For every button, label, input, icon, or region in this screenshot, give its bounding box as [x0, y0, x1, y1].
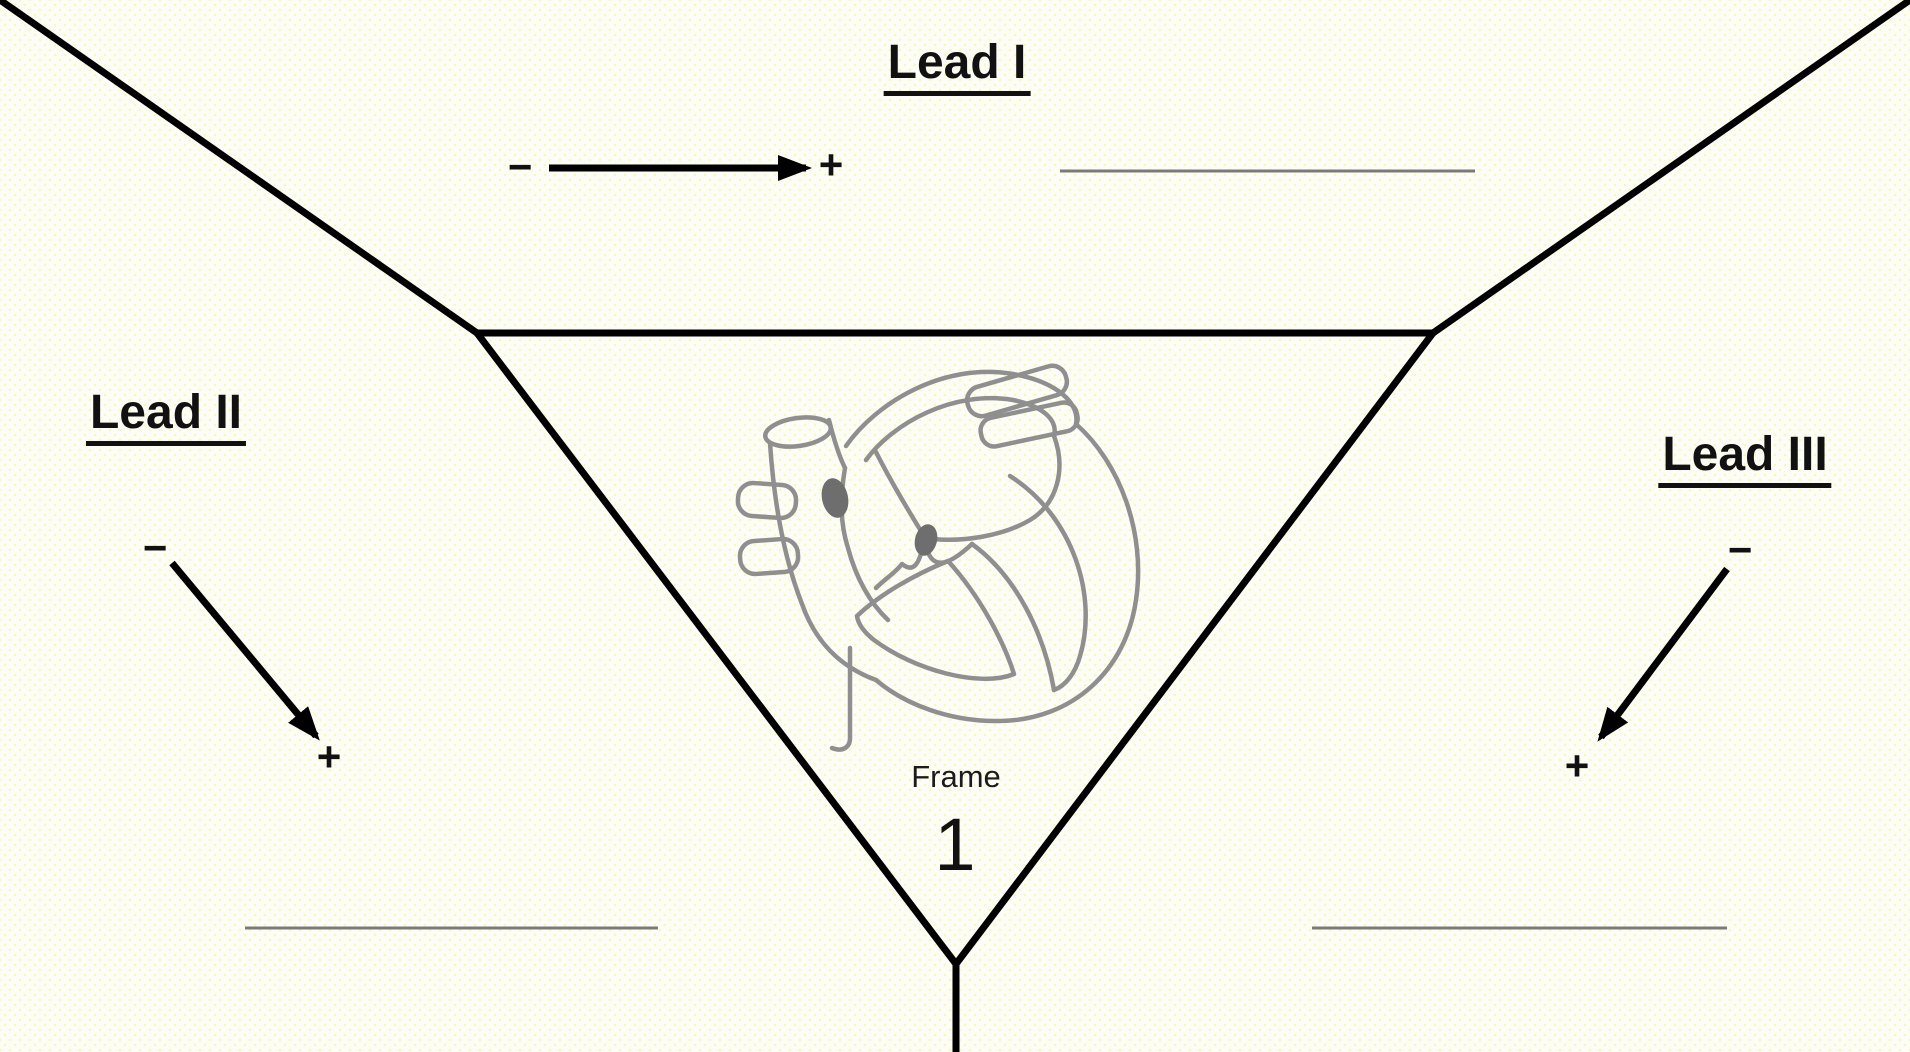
lead2-label: Lead II [85, 387, 247, 446]
corner-line-left [0, 0, 480, 336]
av-node [914, 524, 938, 556]
svc-opening [763, 415, 833, 449]
septum-upper [873, 449, 927, 539]
right-ventricle-cavity [854, 558, 1017, 682]
lead3-minus-sign: − [1727, 526, 1753, 573]
corner-line-right [1430, 0, 1910, 336]
lead2-axis-arrow [169, 560, 320, 741]
triangle-right-edge [953, 330, 1436, 967]
lead1-minus-sign: − [507, 143, 533, 190]
left-outline-path [767, 440, 879, 683]
arch-inner-path [863, 395, 1057, 463]
lead3-axis-arrow [1597, 566, 1730, 742]
lead1-plus-sign: + [818, 141, 844, 188]
triangle-left-edge [474, 330, 959, 967]
lead2-plus-sign: + [316, 733, 342, 780]
sa-node [821, 478, 849, 518]
ivc-line [829, 645, 853, 752]
left-vessel-lower [737, 536, 801, 577]
heart-cross-section-icon [735, 363, 1141, 752]
left-ventricle-outer-wall [1007, 473, 1088, 693]
lead1-label: Lead I [883, 37, 1031, 96]
lead2-minus-sign: − [142, 524, 168, 571]
right-atrium-inner-wall [930, 433, 1062, 542]
frame-number: 1 [934, 803, 976, 886]
heart-outline-path [843, 369, 1141, 724]
lead3-label: Lead III [1658, 429, 1832, 488]
svc-right-edge [826, 417, 848, 471]
right-vessel-upper [964, 363, 1070, 419]
right-vessel-lower [978, 400, 1080, 449]
lead3-plus-sign: + [1564, 742, 1590, 789]
left-ventricle-inner-wall [969, 541, 1057, 693]
frame-label: Frame [911, 759, 1001, 794]
left-vessel-upper [735, 480, 799, 521]
